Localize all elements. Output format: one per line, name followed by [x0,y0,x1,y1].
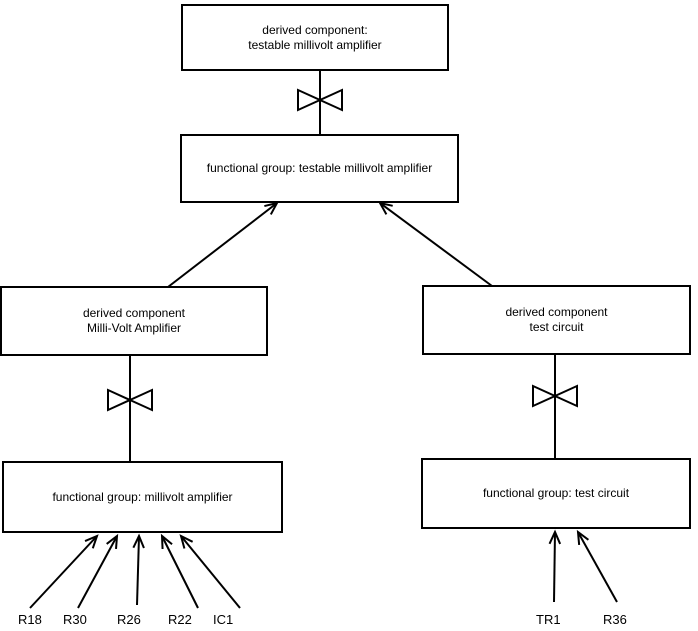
leaf-label-r22: R22 [168,612,192,627]
leaf-label-r30: R30 [63,612,87,627]
leaf-arrow-line-r26 [136,535,140,606]
leaf-arrow-line-ic1 [180,535,241,609]
arrow-line-aggregation-left [167,202,278,288]
leaf-arrow-line-r36 [577,531,618,603]
bowtie-right-triangle-composition-right [552,384,578,408]
leaf-arrow-head-r30 [106,533,119,550]
leaf-label-r36: R36 [603,612,627,627]
leaf-arrow-head-r18 [84,534,99,549]
bowtie-left-triangle-composition-left [107,388,133,412]
arrow-line-aggregation-right [379,202,493,287]
box-derived-testable-millivolt-amplifier[interactable] [181,4,449,71]
leaf-arrow-line-r18 [29,535,98,609]
box-functional-group-testable-millivolt-amplifier[interactable] [180,134,459,203]
leaf-arrow-line-tr1 [553,531,556,603]
leaf-arrow-head-r36 [576,529,590,546]
leaf-arrow-head-r22 [160,533,173,550]
leaf-arrow-head-r26 [132,533,145,549]
bowtie-left-triangle-composition-right [532,384,558,408]
leaf-label-tr1: TR1 [536,612,561,627]
box-derived-milli-volt-amplifier[interactable] [0,286,268,356]
leaf-label-r26: R26 [117,612,141,627]
box-functional-group-test-circuit[interactable] [421,458,691,529]
bowtie-left-triangle-composition-top [297,88,323,112]
leaf-arrow-head-tr1 [548,529,562,545]
leaf-label-ic1: IC1 [213,612,234,627]
bowtie-right-triangle-composition-top [317,88,343,112]
bowtie-right-triangle-composition-left [127,388,153,412]
leaf-label-r18: R18 [18,612,42,627]
leaf-arrow-head-ic1 [179,534,194,549]
box-derived-test-circuit[interactable] [422,285,691,355]
box-functional-group-millivolt-amplifier[interactable] [2,461,283,533]
leaf-arrow-line-r22 [161,535,199,609]
leaf-arrow-line-r30 [77,535,118,609]
